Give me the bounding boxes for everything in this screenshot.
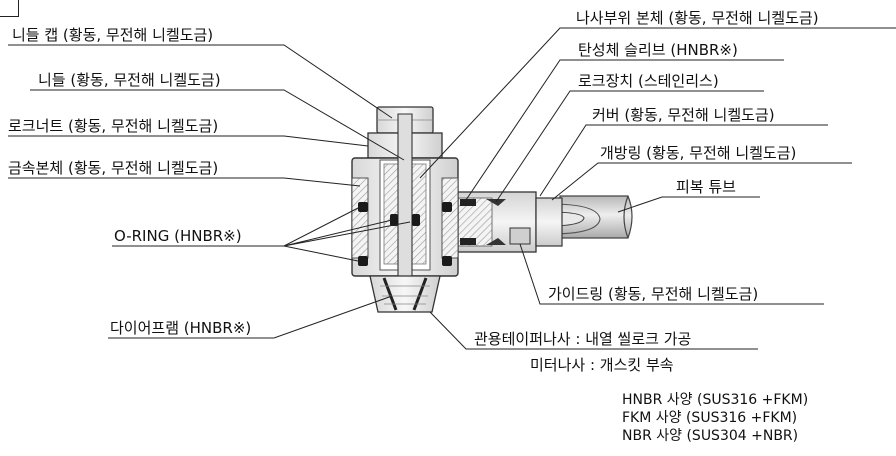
label-lock-device: 로크장치 (스테인리스) [578, 72, 719, 90]
label-guide-ring: 가이드링 (황동, 무전해 니켈도금) [548, 285, 759, 303]
lock-teeth-bottom [486, 238, 506, 245]
o-ring-needle-left [390, 214, 398, 226]
tube-fitting-branch [429, 191, 633, 253]
leader-lines [8, 27, 896, 350]
label-o-ring: O-RING (HNBR※) [114, 227, 242, 245]
label-sleeve: 탄성체 슬리브 (HNBR※) [578, 41, 738, 59]
o-ring-needle-right [412, 214, 420, 226]
spec-nbr: NBR 사양 (SUS304 +NBR) [622, 428, 799, 444]
o-ring-right-bottom [442, 256, 452, 266]
label-needle: 니들 (황동, 무전해 니켈도금) [38, 71, 221, 89]
label-release-ring: 개방링 (황동, 무전해 니켈도금) [600, 144, 797, 162]
o-ring-left-top [358, 202, 368, 212]
sleeve-seal-bottom [460, 238, 476, 245]
label-lock-nut: 로크너트 (황동, 무전해 니켈도금) [8, 117, 219, 135]
needle [397, 113, 413, 294]
o-ring-right-top [442, 202, 452, 212]
guide-ring [509, 227, 531, 245]
corner-bracket [0, 0, 19, 17]
diaphragm [369, 275, 441, 313]
o-ring-left-bottom [358, 256, 368, 266]
note-metric-thread: 미터나사 : 개스킷 부속 [530, 356, 674, 374]
spec-fkm: FKM 사양 (SUS316 +FKM) [622, 410, 798, 426]
label-cover: 커버 (황동, 무전해 니켈도금) [592, 106, 775, 124]
note-taper-thread: 관용테이퍼나사 : 내열 씰로크 가공 [474, 330, 692, 348]
valve-body [351, 106, 459, 313]
label-needle-cap: 니들 캡 (황동, 무전해 니켈도금) [12, 26, 214, 44]
lock-teeth-top [486, 199, 506, 206]
spec-hnbr: HNBR 사양 (SUS316 +FKM) [622, 392, 809, 408]
label-diaphragm: 다이어프램 (HNBR※) [110, 319, 252, 337]
label-screw-body: 나사부위 본체 (황동, 무전해 니켈도금) [576, 9, 819, 27]
release-ring [535, 197, 563, 247]
label-coated-tube: 피복 튜브 [676, 178, 736, 196]
label-metal-body: 금속본체 (황동, 무전해 니켈도금) [8, 159, 219, 177]
sleeve-seal-top [460, 199, 476, 206]
